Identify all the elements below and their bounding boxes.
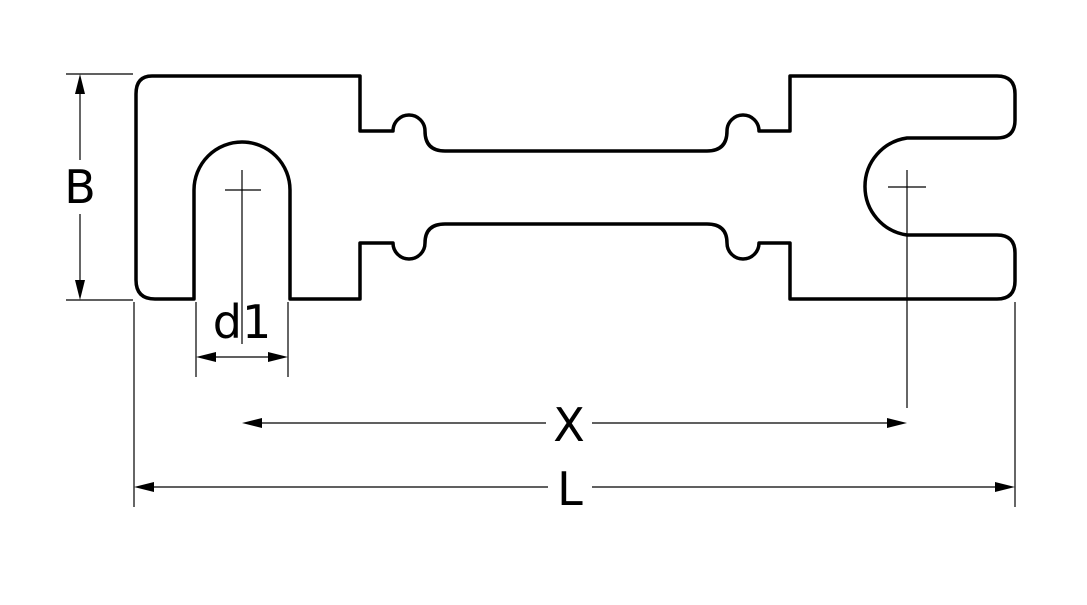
dimension-x-label: X <box>553 398 585 452</box>
dimension-b: B <box>60 73 133 301</box>
dimension-x: X <box>242 398 907 452</box>
left-slot-center-mark <box>225 170 261 344</box>
dimension-b-label: B <box>64 160 96 214</box>
right-slot-center-mark <box>888 170 926 408</box>
dimension-d1-label: d1 <box>213 295 271 349</box>
dimension-d1: d1 <box>195 295 289 377</box>
dimension-l: L <box>133 302 1016 516</box>
dimension-l-label: L <box>557 462 583 516</box>
part-outline <box>134 74 1017 301</box>
